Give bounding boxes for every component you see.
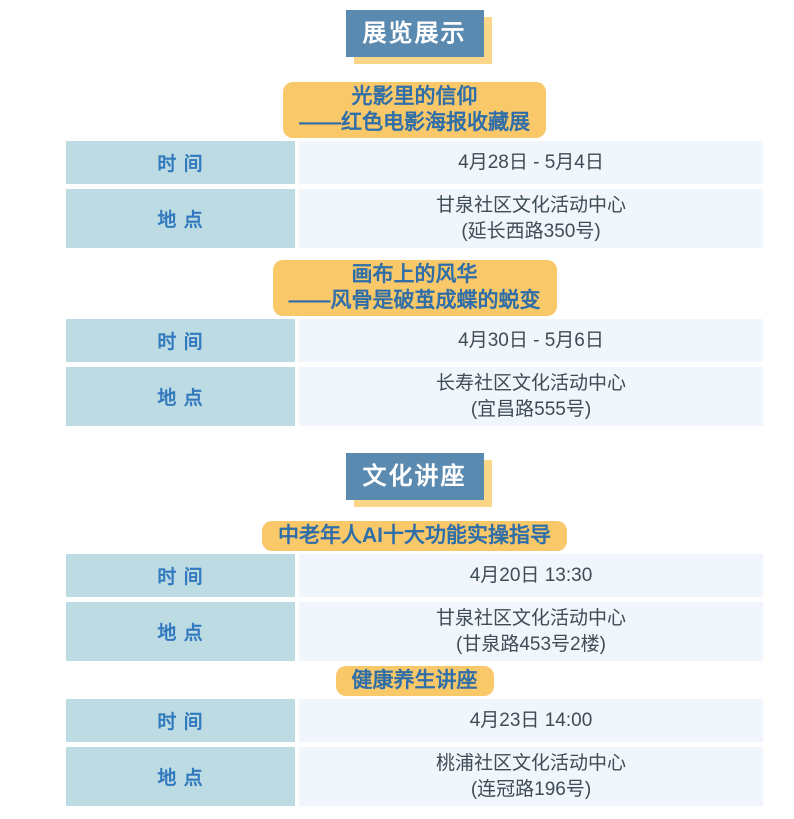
time-label: 时 间 [66, 699, 295, 742]
event-title-badge: 健康养生讲座 [335, 666, 494, 696]
table-row: 时 间 4月30日 - 5月6日 [66, 319, 763, 362]
content-column: 展览展示 光影里的信仰 ——红色电影海报收藏展 时 间 4月28日 - 5月4日… [66, 0, 763, 806]
time-value: 4月28日 - 5月4日 [299, 141, 763, 184]
table-row: 时 间 4月23日 14:00 [66, 699, 763, 742]
event-title-line: 中老年人AI十大功能实操指导 [278, 524, 551, 547]
table-row: 时 间 4月20日 13:30 [66, 554, 763, 597]
table-row: 时 间 4月28日 - 5月4日 [66, 141, 763, 184]
time-value: 4月23日 14:00 [299, 699, 763, 742]
time-value: 4月30日 - 5月6日 [299, 319, 763, 362]
event-title-line: 健康养生讲座 [351, 669, 478, 692]
location-label: 地 点 [66, 189, 295, 248]
location-value: 甘泉社区文化活动中心 (甘泉路453号2楼) [299, 602, 763, 661]
table-row: 地 点 长寿社区文化活动中心 (宜昌路555号) [66, 367, 763, 426]
section-header-exhibitions: 展览展示 [345, 10, 484, 57]
location-label: 地 点 [66, 747, 295, 806]
time-label: 时 间 [66, 554, 295, 597]
event-info-table: 时 间 4月30日 - 5月6日 地 点 长寿社区文化活动中心 (宜昌路555号… [66, 319, 763, 426]
event-info-table: 时 间 4月28日 - 5月4日 地 点 甘泉社区文化活动中心 (延长西路350… [66, 141, 763, 248]
event-info-table: 时 间 4月20日 13:30 地 点 甘泉社区文化活动中心 (甘泉路453号2… [66, 554, 763, 661]
section-header-lectures: 文化讲座 [345, 453, 484, 500]
location-value: 桃浦社区文化活动中心 (连冠路196号) [299, 747, 763, 806]
event-title-badge: 光影里的信仰 ——红色电影海报收藏展 [283, 82, 546, 138]
location-label: 地 点 [66, 367, 295, 426]
time-label: 时 间 [66, 319, 295, 362]
table-row: 地 点 甘泉社区文化活动中心 (甘泉路453号2楼) [66, 602, 763, 661]
event-title-line: 光影里的信仰 [351, 85, 478, 108]
location-value: 长寿社区文化活动中心 (宜昌路555号) [299, 367, 763, 426]
location-value: 甘泉社区文化活动中心 (延长西路350号) [299, 189, 763, 248]
table-row: 地 点 甘泉社区文化活动中心 (延长西路350号) [66, 189, 763, 248]
event-title-line: ——风骨是破茧成蝶的蜕变 [288, 289, 541, 312]
event-title-line: 画布上的风华 [351, 263, 478, 286]
time-value: 4月20日 13:30 [299, 554, 763, 597]
event-title-line: ——红色电影海报收藏展 [299, 111, 530, 134]
event-info-table: 时 间 4月23日 14:00 地 点 桃浦社区文化活动中心 (连冠路196号) [66, 699, 763, 806]
event-title-badge: 中老年人AI十大功能实操指导 [262, 521, 567, 551]
location-label: 地 点 [66, 602, 295, 661]
table-row: 地 点 桃浦社区文化活动中心 (连冠路196号) [66, 747, 763, 806]
event-title-badge: 画布上的风华 ——风骨是破茧成蝶的蜕变 [272, 260, 557, 316]
time-label: 时 间 [66, 141, 295, 184]
